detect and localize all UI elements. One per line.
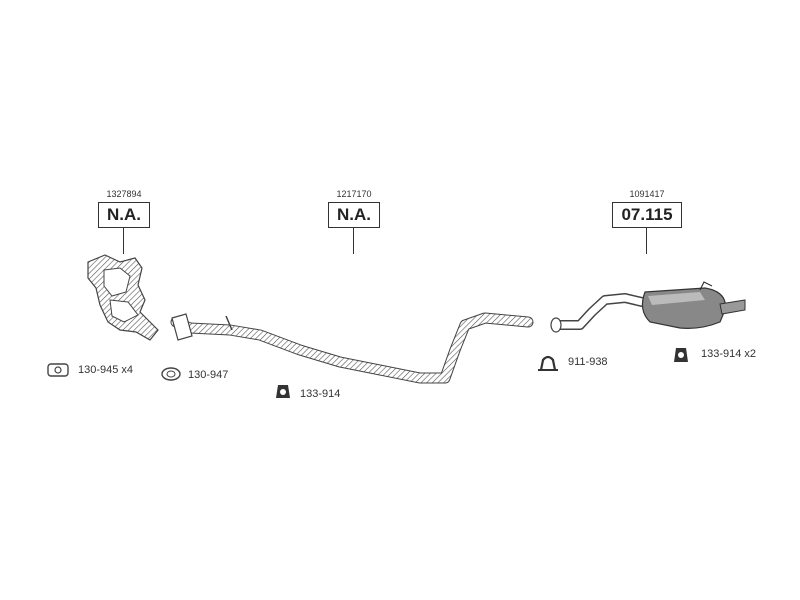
callout-code-3: 07.115 [612, 202, 682, 228]
gasket-icon [47, 363, 69, 377]
ring-gasket-icon [161, 367, 181, 381]
part-label-clamp: 911-938 [568, 356, 608, 368]
part-label-mount-rear: 133-914 x2 [701, 348, 757, 360]
callout-code-2: N.A. [328, 202, 380, 228]
rubber-mount-icon [276, 385, 290, 398]
part-label-mount-mid: 133-914 [300, 388, 341, 400]
callout-code-1: N.A. [98, 202, 150, 228]
rear-silencer [550, 281, 746, 333]
callout-leader-3 [646, 228, 647, 254]
callout-ref-2: 1217170 [336, 189, 372, 199]
callout-leader-2 [353, 228, 354, 254]
callout-ref-3: 1091417 [629, 189, 665, 199]
clamp-icon [538, 355, 558, 371]
callout-leader-1 [123, 228, 124, 254]
part-label-gasket-b: 130-947 [188, 369, 229, 381]
rubber-mount-rear-icon [674, 348, 688, 362]
manifold-converter [87, 254, 159, 341]
callout-ref-1: 1327894 [106, 189, 142, 199]
part-label-gasket-a: 130-945 x4 [78, 364, 134, 376]
middle-pipe [170, 312, 534, 384]
